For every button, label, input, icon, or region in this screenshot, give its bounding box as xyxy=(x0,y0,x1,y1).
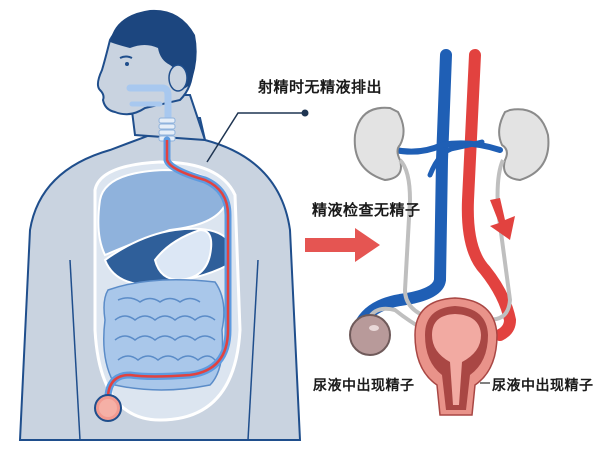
label-urine-sperm-left: 尿液中出现精子 xyxy=(313,378,415,394)
kidney-left xyxy=(353,106,405,182)
arrow-right xyxy=(305,228,380,262)
testis xyxy=(349,314,391,356)
bladder xyxy=(414,297,498,416)
artery xyxy=(461,49,517,341)
urinary-anatomy xyxy=(305,49,550,416)
label-semen-no-sperm: 精液检查无精子 xyxy=(312,201,421,219)
human-figure xyxy=(18,9,309,441)
stomach xyxy=(153,228,213,282)
leader-line xyxy=(206,112,305,163)
arrow-down xyxy=(490,198,515,240)
label-urine-sperm-right: 尿液中出现精子 xyxy=(492,378,594,394)
kidney-right xyxy=(498,108,550,182)
liver xyxy=(97,168,227,257)
label-no-ejaculate: 射精时无精液排出 xyxy=(258,78,383,96)
vein xyxy=(354,49,452,331)
intestines xyxy=(103,279,225,391)
